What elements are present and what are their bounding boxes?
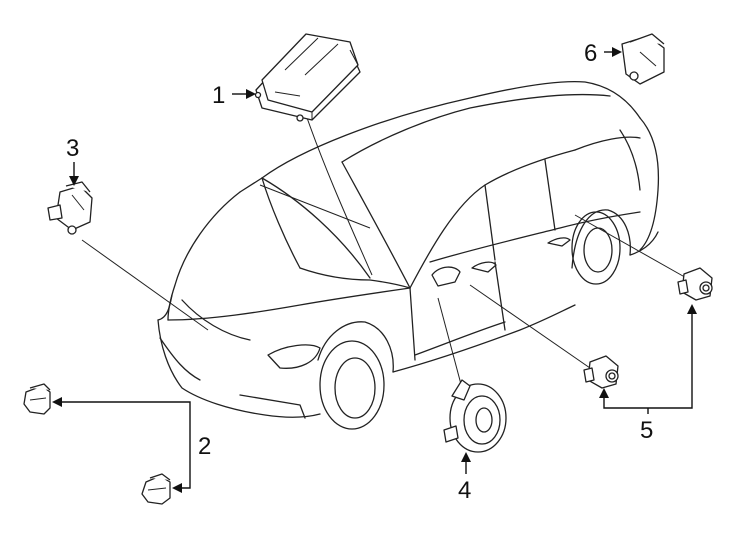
- callout-1: 1: [212, 82, 225, 109]
- side-impact-sensor-right: [677, 267, 713, 301]
- callout-4: 4: [458, 477, 471, 504]
- callout-arrows: [52, 47, 697, 493]
- rear-sensor-top-right: [621, 33, 665, 85]
- callout-3: 3: [66, 135, 79, 162]
- front-impact-sensor: [47, 181, 93, 235]
- vehicle-outline: [157, 81, 660, 430]
- callout-5: 5: [640, 417, 653, 444]
- callout-2: 2: [198, 433, 211, 460]
- clock-spring: [443, 379, 507, 453]
- side-sensor-upper: [23, 383, 51, 415]
- side-sensor-lower: [141, 473, 171, 505]
- leader-lines: [81, 111, 691, 389]
- callout-6: 6: [584, 40, 597, 67]
- airbag-control-module: [254, 33, 361, 122]
- side-impact-sensor-left: [583, 355, 619, 389]
- callout-labels: 1 2 3 4 5 6: [66, 40, 653, 504]
